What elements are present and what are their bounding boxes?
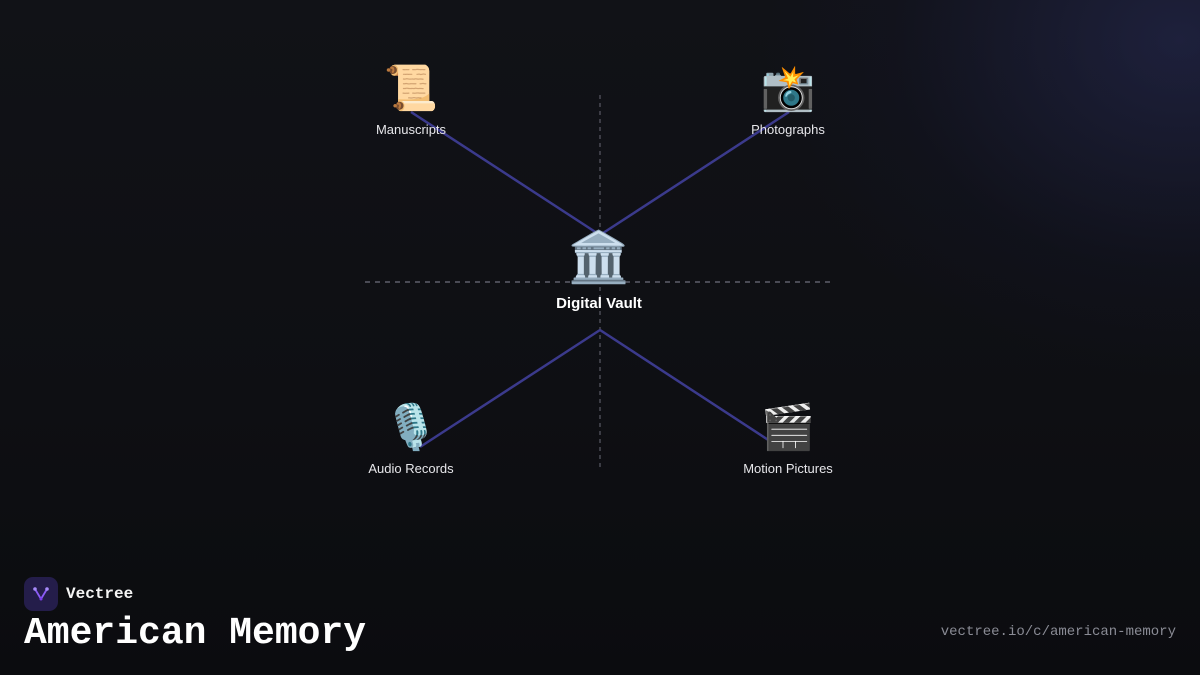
manuscripts-node[interactable]: 📜 Manuscripts: [375, 63, 447, 138]
photographs-node[interactable]: 📸 Photographs: [751, 63, 825, 138]
audio-records-node[interactable]: 🎙️ Audio Records: [368, 402, 454, 477]
camera-flash-icon: 📸: [760, 63, 816, 114]
audio-records-label: Audio Records: [368, 461, 454, 476]
vectree-logo-icon: [24, 577, 58, 611]
clapper-board-icon: 🎬: [760, 402, 816, 453]
digital-vault-node[interactable]: 🏛️ Digital Vault: [556, 229, 642, 312]
photographs-label: Photographs: [751, 122, 825, 137]
edge-motion-pictures: [599, 328, 780, 449]
scroll-icon: 📜: [383, 63, 439, 114]
edge-photographs: [599, 110, 790, 237]
edge-audio-records: [419, 328, 601, 449]
brand[interactable]: Vectree: [24, 577, 133, 611]
motion-pictures-label: Motion Pictures: [743, 461, 833, 476]
brand-name: Vectree: [66, 585, 134, 603]
bank-building-icon: 🏛️: [567, 228, 631, 286]
page-title: American Memory: [24, 612, 367, 655]
page-url[interactable]: vectree.io/c/american-memory: [940, 624, 1176, 640]
manuscripts-label: Manuscripts: [375, 122, 447, 137]
edge-manuscripts: [410, 110, 601, 237]
motion-pictures-node[interactable]: 🎬 Motion Pictures: [743, 402, 833, 477]
digital-vault-label: Digital Vault: [556, 295, 642, 312]
microphone-icon: 🎙️: [383, 402, 439, 453]
